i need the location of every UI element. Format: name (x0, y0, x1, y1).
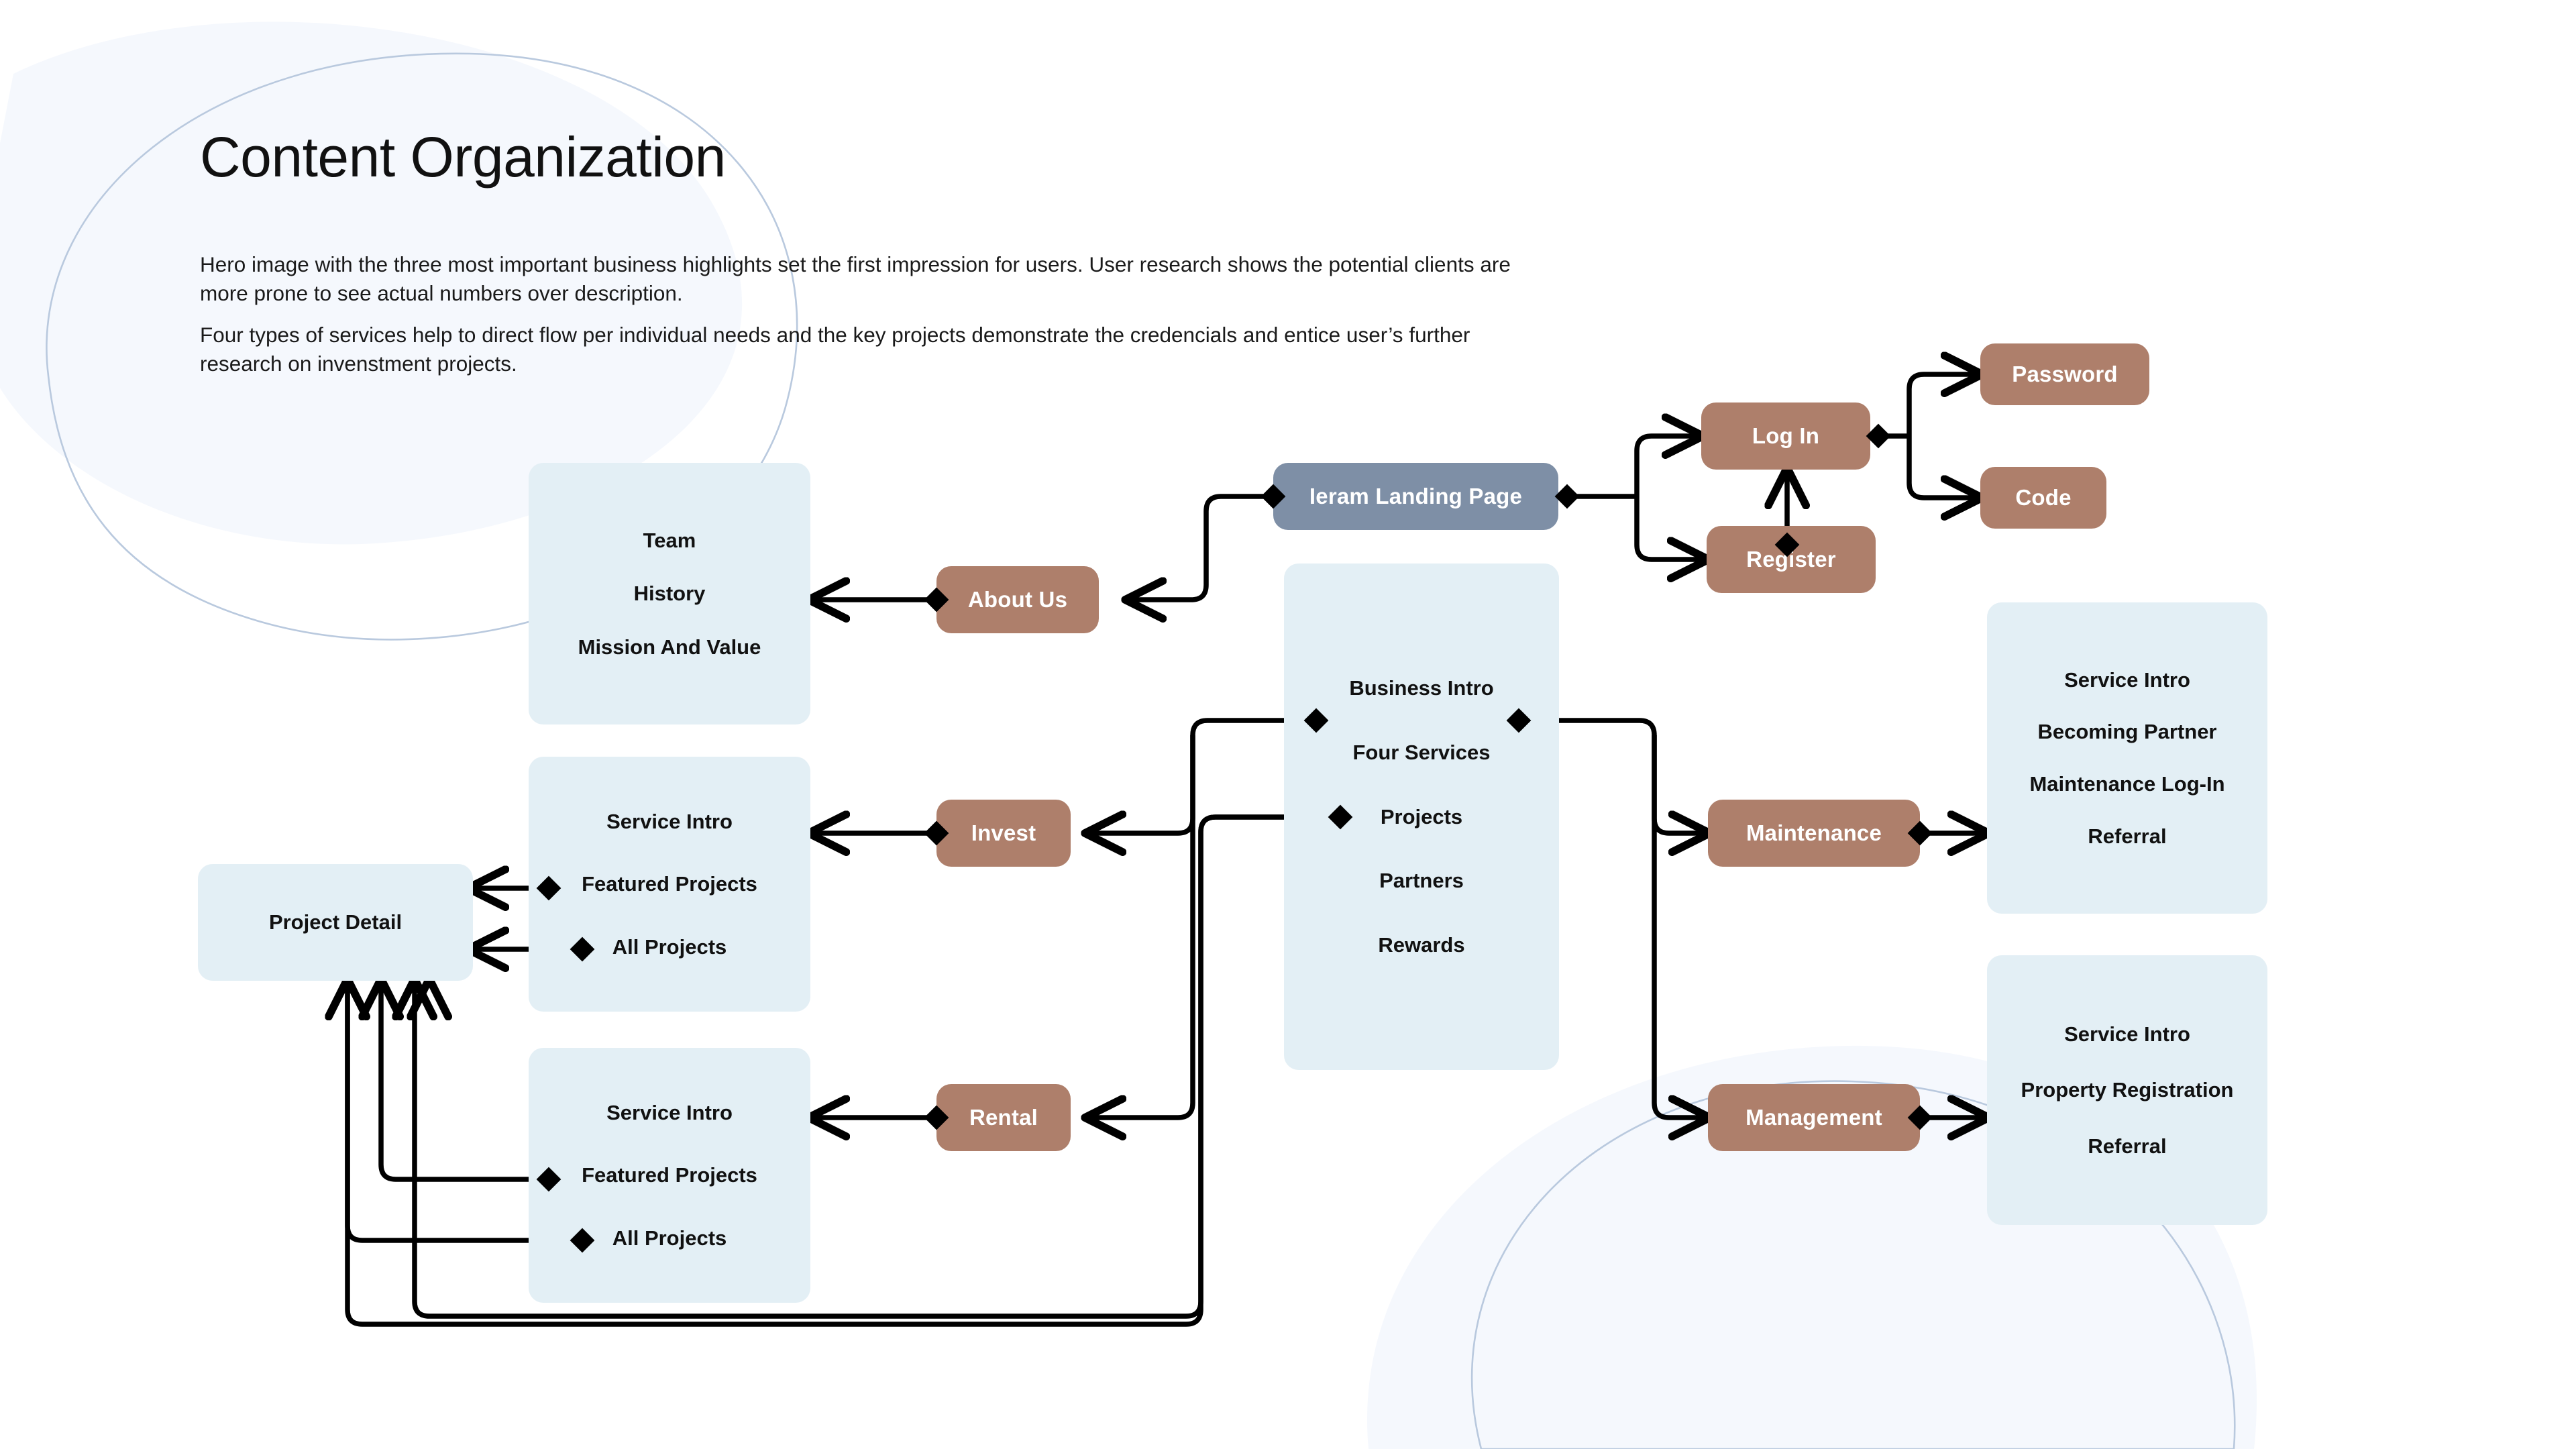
description-paragraph-2: Four types of services help to direct fl… (200, 323, 1470, 376)
edge-login-to-password (1907, 374, 1980, 436)
about-panel: Team History Mission And Value (529, 463, 810, 724)
description-block: Hero image with the three most important… (200, 250, 1548, 391)
node-password[interactable]: Password (1980, 343, 2149, 405)
maintenance-panel: Service Intro Becoming Partner Maintenan… (1987, 602, 2267, 914)
edge-landing-to-register (1634, 496, 1707, 559)
node-maintenance[interactable]: Maintenance (1708, 800, 1920, 867)
edge-fourservices-to-maintenance (1559, 718, 1708, 833)
business-panel: Business Intro Four Services Projects Pa… (1284, 564, 1559, 1070)
business-panel-row-projects: Projects (1380, 804, 1463, 828)
maintenance-panel-row-service-intro: Service Intro (2064, 667, 2190, 692)
page-title: Content Organization (200, 125, 726, 189)
about-panel-row-team: Team (643, 528, 696, 552)
node-log-in[interactable]: Log In (1701, 402, 1870, 470)
node-management[interactable]: Management (1708, 1084, 1920, 1151)
business-panel-row-business-intro: Business Intro (1349, 676, 1494, 700)
edge-fourservices-to-invest (1087, 718, 1316, 833)
node-rental[interactable]: Rental (936, 1084, 1071, 1151)
rental-panel-row-service-intro: Service Intro (606, 1100, 733, 1124)
description-paragraph-1: Hero image with the three most important… (200, 252, 1511, 305)
business-panel-row-rewards: Rewards (1378, 932, 1465, 957)
management-panel-row-property-registration: Property Registration (2021, 1078, 2234, 1102)
invest-panel: Service Intro Featured Projects All Proj… (529, 757, 810, 1012)
management-panel-row-referral: Referral (2088, 1134, 2167, 1158)
edge-fourservices-to-rental (1087, 735, 1195, 1118)
edge-landing-to-aboutus (1127, 494, 1273, 600)
rental-panel: Service Intro Featured Projects All Proj… (529, 1048, 810, 1303)
management-panel-row-service-intro: Service Intro (2064, 1022, 2190, 1046)
edge-fourservices-to-management (1652, 735, 1708, 1118)
about-panel-row-mission: Mission And Value (578, 635, 761, 659)
maintenance-panel-row-referral: Referral (2088, 824, 2167, 848)
node-about-us[interactable]: About Us (936, 566, 1099, 633)
project-detail-panel: Project Detail (198, 864, 473, 981)
about-panel-row-history: History (633, 582, 706, 606)
edge-landing-to-login (1634, 436, 1701, 496)
invest-panel-row-service-intro: Service Intro (606, 809, 733, 833)
maintenance-panel-row-maintenance-log-in: Maintenance Log-In (2029, 772, 2225, 796)
business-panel-row-partners: Partners (1379, 869, 1464, 893)
business-panel-row-four-services: Four Services (1352, 741, 1491, 765)
rental-panel-row-featured-projects: Featured Projects (582, 1163, 757, 1187)
node-invest[interactable]: Invest (936, 800, 1071, 867)
project-detail-row-label: Project Detail (268, 910, 402, 934)
maintenance-panel-row-becoming-partner: Becoming Partner (2037, 720, 2217, 744)
invest-panel-row-featured-projects: Featured Projects (582, 872, 757, 896)
diamond-landing-right (1554, 484, 1580, 509)
edge-projects-to-detail-bottom (345, 814, 1340, 1327)
node-ieram-landing-page[interactable]: Ieram Landing Page (1273, 463, 1558, 530)
node-code[interactable]: Code (1980, 467, 2106, 529)
edge-rental-featured-to-detail (381, 981, 549, 1182)
management-panel: Service Intro Property Registration Refe… (1987, 955, 2267, 1225)
node-register[interactable]: Register (1707, 526, 1876, 593)
edge-login-to-code (1907, 436, 1980, 498)
